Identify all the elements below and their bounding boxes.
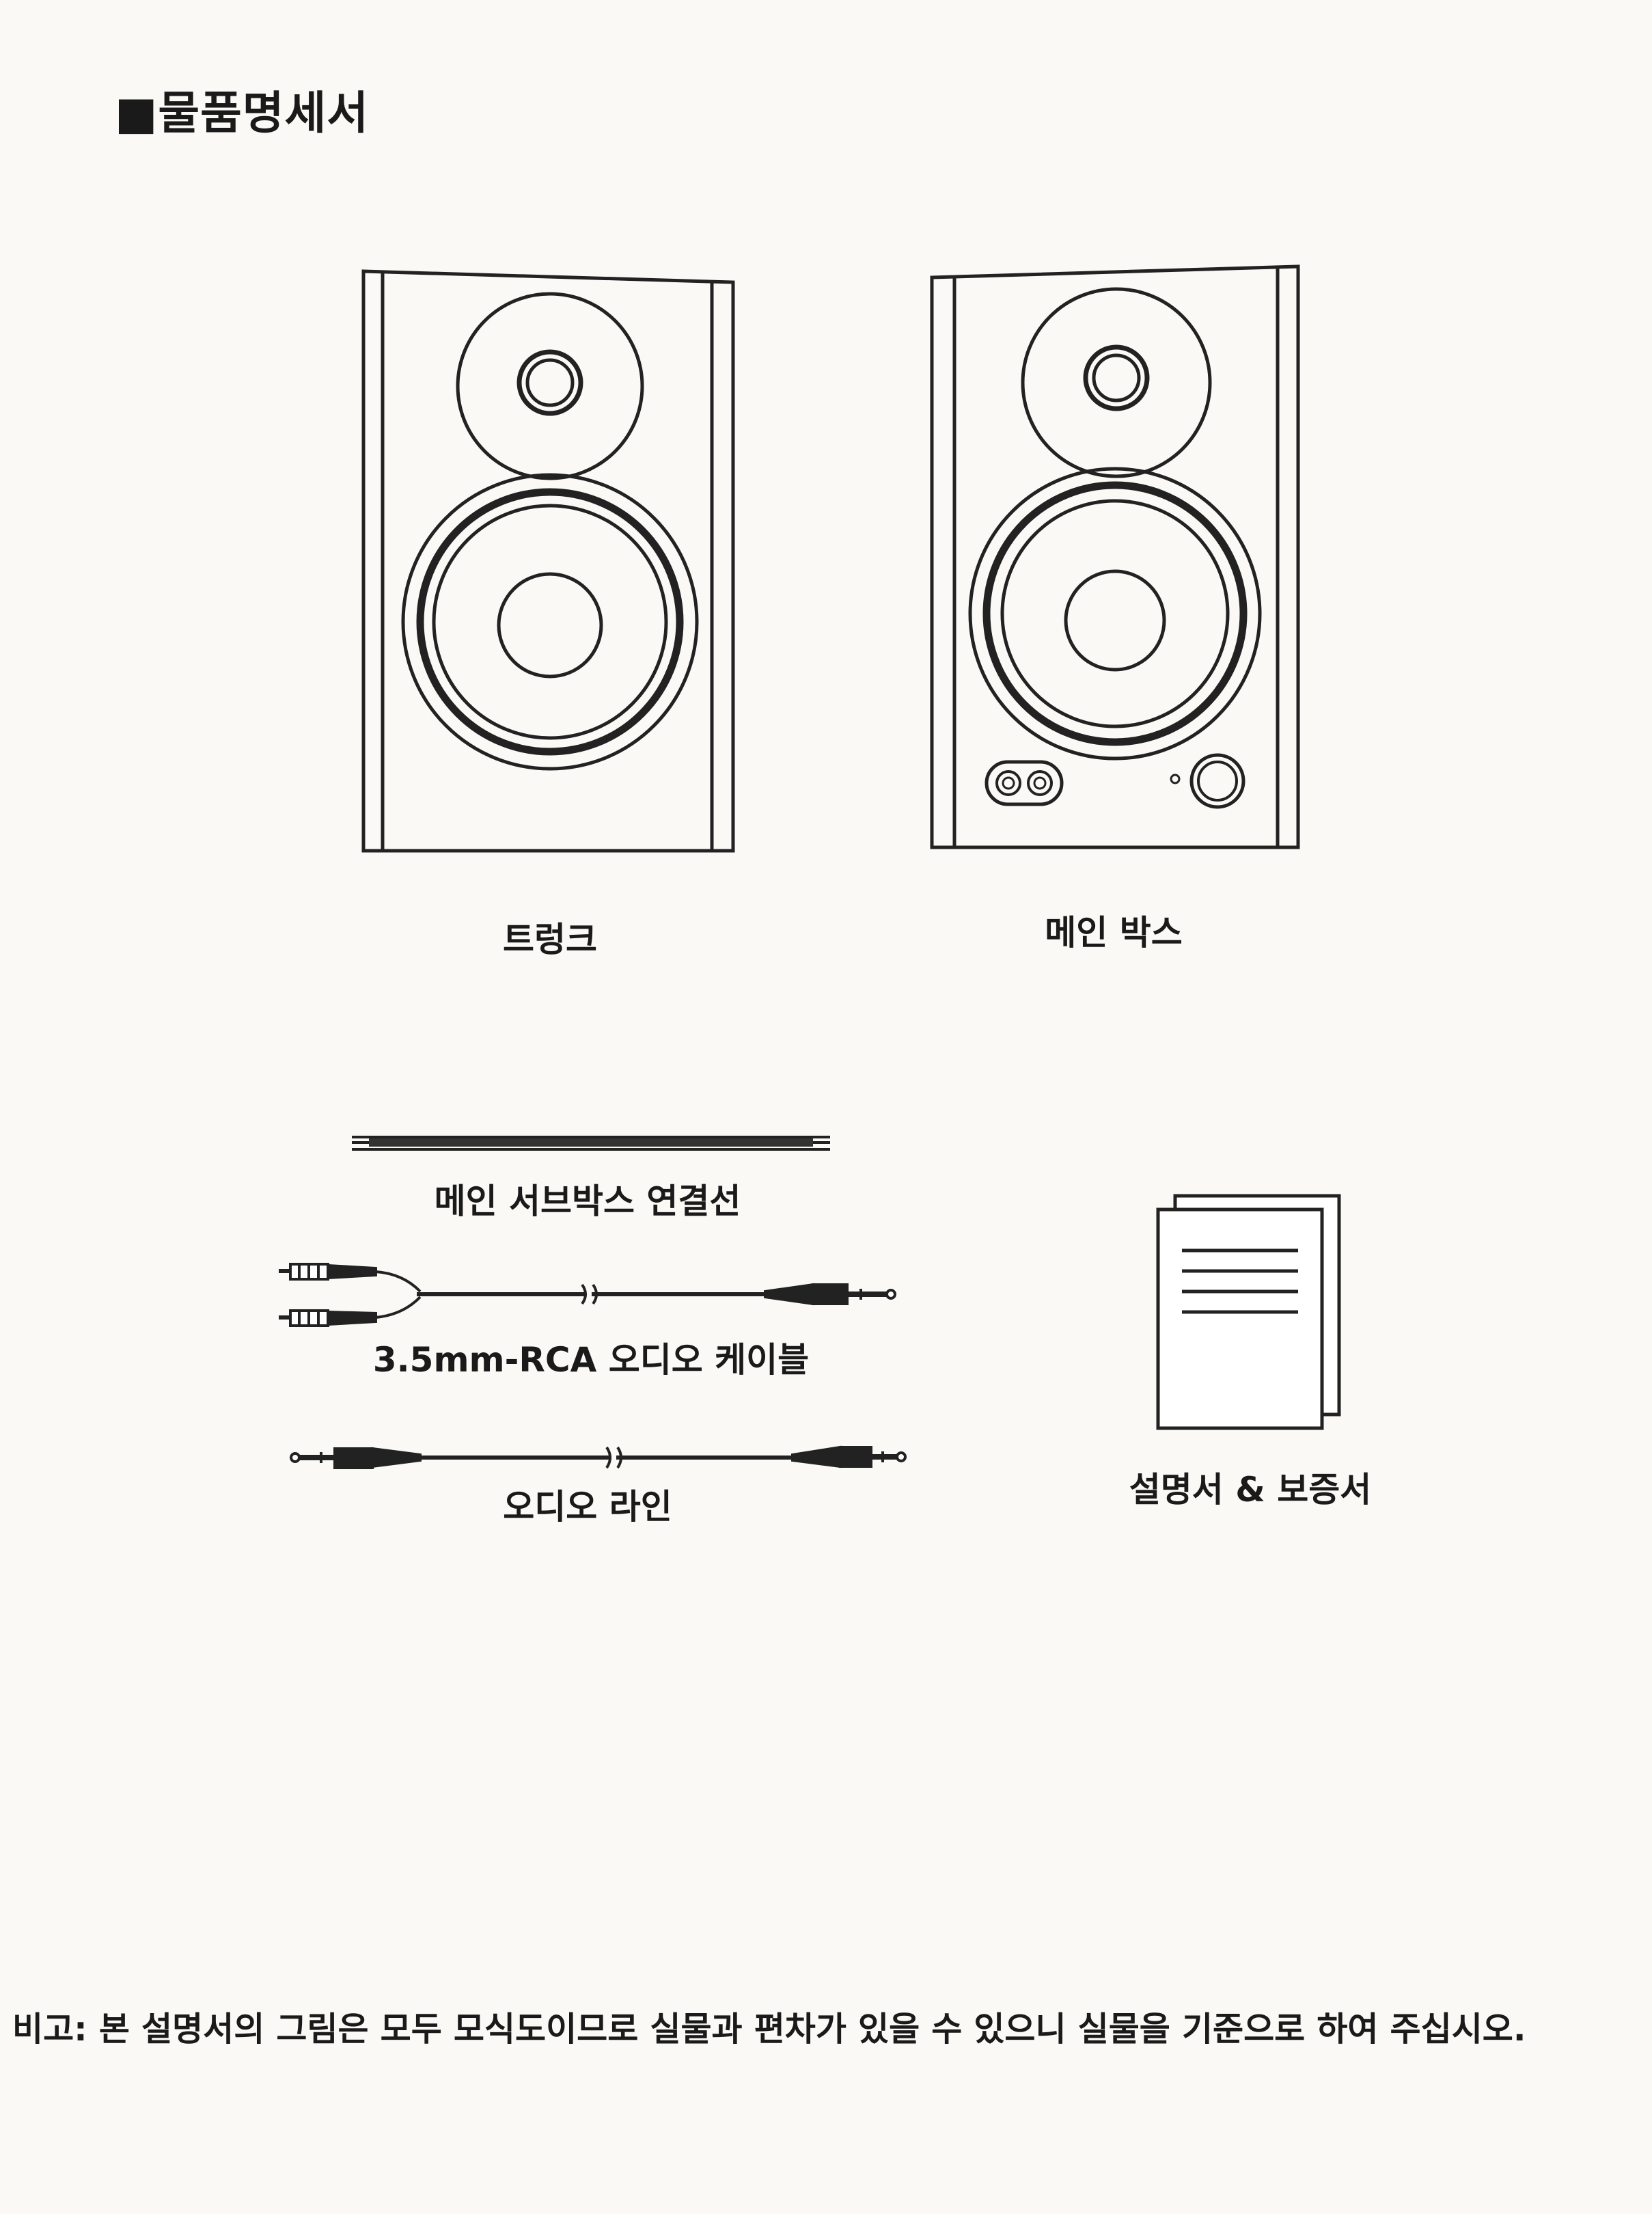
trunk-speaker-illustration xyxy=(361,269,735,853)
rca-cable-illustration xyxy=(279,1263,896,1327)
subbox-cable-label: 메인 서브박스 연결선 xyxy=(434,1181,741,1221)
footer-note: 비고: 본 설명서의 그림은 모두 모식도이므로 실물과 편차가 있을 수 있으… xyxy=(12,2010,1526,2049)
trunk-label: 트렁크 xyxy=(503,920,597,959)
manual-document-icon xyxy=(1156,1194,1341,1430)
mainbox-speaker-illustration xyxy=(930,264,1300,849)
subbox-cable-illustration xyxy=(352,1136,830,1151)
rca-cable-label: 3.5mm-RCA 오디오 케이블 xyxy=(372,1340,810,1380)
page-title: ■물품명세서 xyxy=(115,87,369,139)
audio-line-illustration xyxy=(290,1445,907,1469)
audio-line-label: 오디오 라인 xyxy=(503,1487,672,1527)
mainbox-label: 메인 박스 xyxy=(1045,913,1183,953)
manual-label: 설명서 & 보증서 xyxy=(1129,1470,1372,1509)
